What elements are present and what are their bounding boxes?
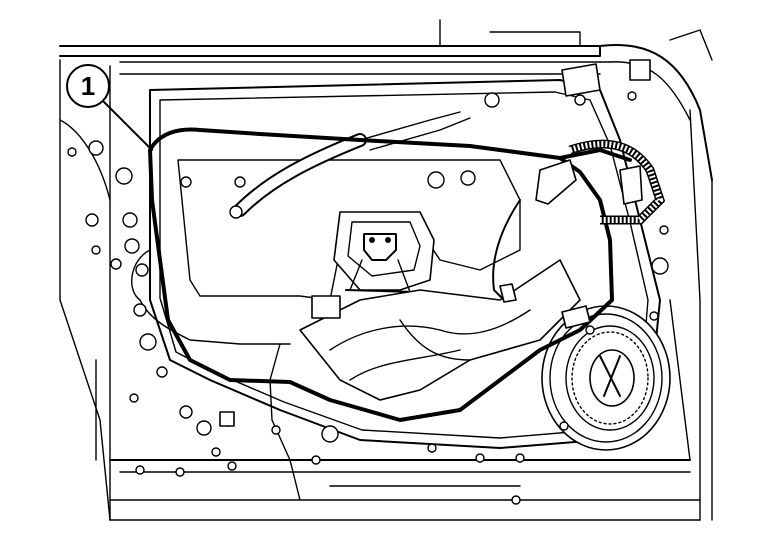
door-speaker: [541, 305, 671, 451]
mounting-holes: [67, 59, 669, 505]
callout-1-circle: [66, 64, 110, 108]
door-latch-cable: [229, 111, 471, 219]
callout-1-label: 1: [81, 71, 95, 101]
harness-conduit: [499, 139, 666, 329]
door-outer-frame: [59, 19, 713, 521]
callout-1-leader: [103, 101, 153, 151]
door-wiring-harness: [131, 127, 632, 501]
regulator-assembly: [299, 211, 581, 401]
callout-1: 1: [66, 64, 153, 151]
